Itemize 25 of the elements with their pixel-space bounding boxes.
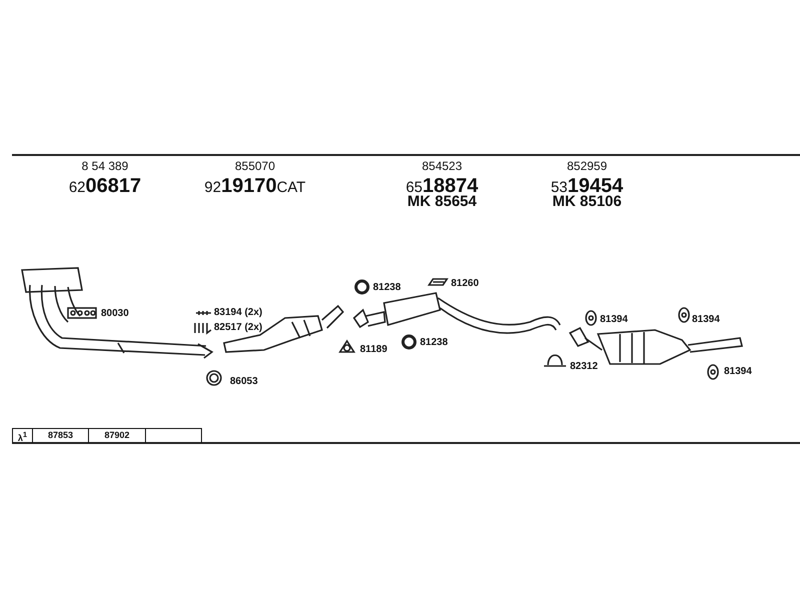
part-number: 80030 — [101, 308, 129, 319]
part-number: 81394 — [724, 366, 752, 377]
part-number: 83194 (2x) — [214, 307, 262, 318]
part-number: 81238 — [373, 282, 401, 293]
part-number: 81394 — [600, 314, 628, 325]
part-number: 86053 — [230, 376, 258, 387]
part-number: 6518874 — [406, 175, 478, 197]
part-number: 6206817 — [68, 175, 142, 197]
kit-number: MK 85106 — [552, 194, 622, 210]
part-number: 5319454 — [550, 175, 624, 197]
part-number: 82517 (2x) — [214, 322, 262, 333]
part-number: 852959 — [566, 160, 608, 174]
table-cell: λ$^{1}$ — [12, 428, 32, 443]
part-number: 9219170CAT — [204, 175, 306, 197]
part-number: 81260 — [451, 278, 479, 289]
part-number: 854523 — [422, 160, 462, 174]
part-number: 8 54 389 — [82, 160, 128, 174]
part-number: 81189 — [360, 344, 388, 355]
part-number: 855070 — [234, 160, 276, 174]
table-cell: 87902 — [88, 428, 145, 443]
kit-number: MK 85654 — [407, 194, 477, 210]
part-number: 82312 — [570, 361, 598, 372]
table-cell: 87853 — [32, 428, 88, 443]
part-number: 81238 — [420, 337, 448, 348]
part-number: 81394 — [692, 314, 720, 325]
